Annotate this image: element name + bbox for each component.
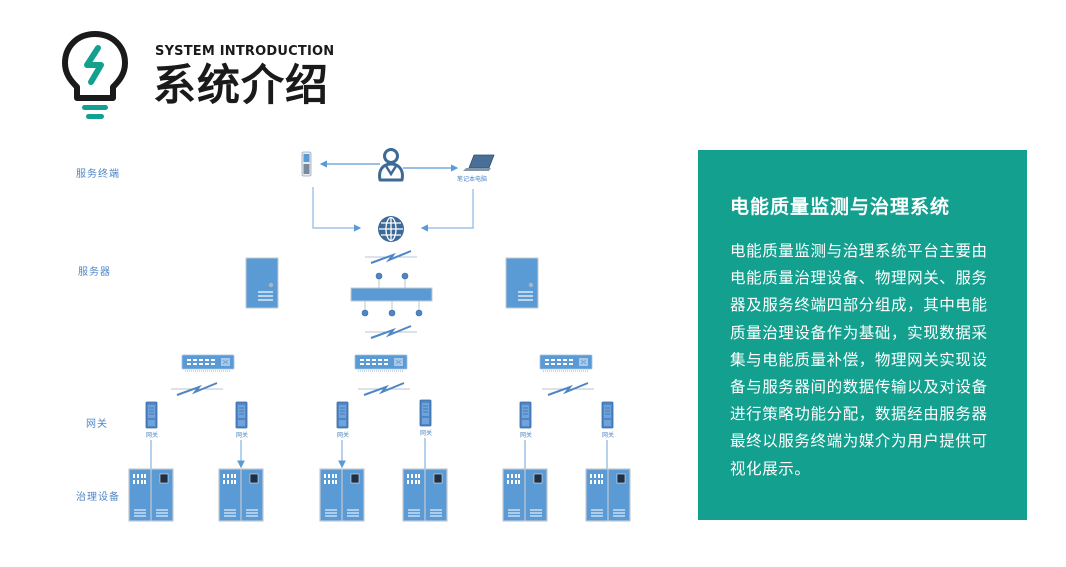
laptop-icon (463, 154, 495, 171)
wireless-link-icon (364, 250, 418, 264)
governance-cabinet-icon (502, 468, 548, 522)
panel-title: 电能质量监测与治理系统 (730, 196, 951, 218)
row-label-server: 服务器 (78, 267, 111, 278)
gateway-label: 网关 (236, 431, 248, 439)
gateway-device-icon (336, 401, 349, 429)
governance-cabinet-icon (128, 468, 174, 522)
description-panel: 电能质量监测与治理系统 电能质量监测与治理系统平台主要由电能质量治理设备、物理网… (698, 150, 1027, 520)
lightbulb-bolt-icon (62, 31, 128, 119)
server-tower-icon (245, 257, 279, 309)
row-label-terminal: 服务终端 (76, 169, 120, 180)
section-title: 系统介绍 (153, 61, 329, 111)
gateway-device-icon (419, 399, 432, 427)
gateway-device-icon (601, 401, 614, 429)
user-icon (378, 148, 404, 182)
laptop-label: 笔记本电脑 (457, 175, 487, 183)
link-phone-internet (312, 187, 362, 232)
wireless-link-icon (364, 325, 418, 339)
gateway-label: 网关 (146, 431, 158, 439)
wireless-link-icon (357, 382, 411, 396)
server-tower-icon (505, 257, 539, 309)
section-subtitle: SYSTEM INTRODUCTION (155, 44, 335, 59)
network-diagram: 笔记本电脑 (128, 148, 631, 522)
row-label-gateway: 网关 (86, 419, 108, 430)
globe-icon (378, 216, 404, 242)
governance-cabinet-icon (585, 468, 631, 522)
gateway-device-icon (235, 401, 248, 429)
mobile-phone-icon (301, 151, 312, 177)
link-laptop-internet (420, 189, 474, 232)
network-switch-icon (354, 354, 408, 372)
panel-body: 电能质量监测与治理系统平台主要由电能质量治理设备、物理网关、服务器及服务终端四部… (730, 242, 988, 478)
gateway-device-icon (519, 401, 532, 429)
gateway-device-icon (145, 401, 158, 429)
governance-cabinet-icon (402, 468, 448, 522)
network-switch-icon (539, 354, 593, 372)
gateway-label: 网关 (420, 429, 432, 437)
network-switch-icon (181, 354, 235, 372)
gateway-label: 网关 (602, 431, 614, 439)
wireless-link-icon (170, 382, 224, 396)
governance-cabinet-icon (319, 468, 365, 522)
row-label-device: 治理设备 (76, 492, 120, 503)
gateway-label: 网关 (337, 431, 349, 439)
gateway-label: 网关 (520, 431, 532, 439)
governance-cabinet-icon (218, 468, 264, 522)
network-bus-icon (350, 272, 433, 317)
wireless-link-icon (541, 382, 595, 396)
